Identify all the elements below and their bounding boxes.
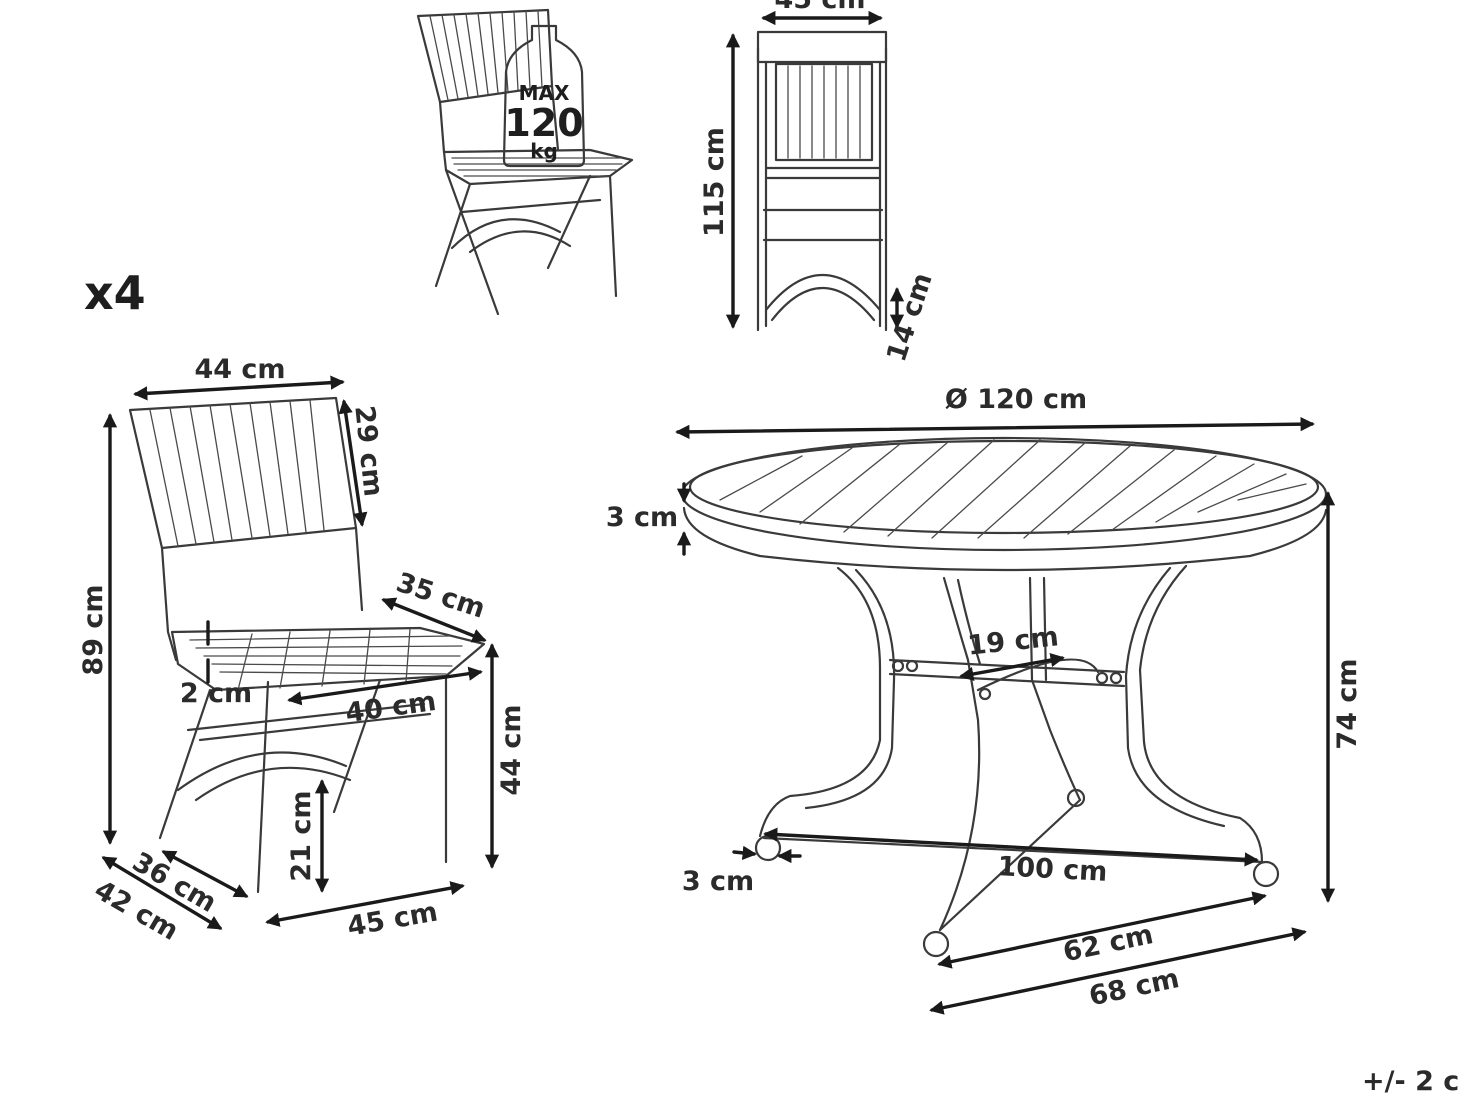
dim-line-depth-outer (101, 856, 223, 930)
label-foot: 3 cm (682, 866, 754, 897)
label-front-height: 115 cm (699, 127, 730, 237)
dim-line-back-width (133, 375, 345, 401)
weight-max: MAX (519, 81, 570, 105)
weight-icon (502, 24, 586, 168)
dim-line-foot-a (732, 845, 757, 860)
chair-side-drawing (128, 396, 486, 894)
label-seat-width: 40 cm (344, 686, 439, 729)
label-seat-height: 44 cm (496, 704, 527, 795)
dim-line-base-outer (929, 927, 1307, 1015)
label-base-outer: 68 cm (1086, 963, 1182, 1012)
quantity-label: x4 (84, 266, 146, 320)
dim-line-base-width (265, 881, 465, 927)
label-front-leg: 14 cm (881, 269, 939, 365)
label-table-height: 74 cm (1332, 658, 1363, 749)
dim-line-seat-width (287, 666, 483, 706)
chair-front-drawing (756, 30, 888, 332)
dim-line-back-height (338, 399, 368, 527)
label-base-inner: 62 cm (1060, 919, 1156, 968)
label-cushion: 2 cm (180, 678, 252, 709)
label-diameter: Ø 120 cm (945, 384, 1087, 415)
tolerance-note: +/- 2 cm (1362, 1066, 1460, 1095)
label-front-width: 45 cm (774, 0, 865, 15)
label-top-thickness: 3 cm (606, 502, 678, 533)
weight-badge: MAX 120 kg (502, 24, 586, 168)
label-back-height: 29 cm (348, 404, 388, 498)
chair-perspective-drawing (416, 8, 634, 316)
weight-unit: kg (530, 139, 558, 163)
dim-line-seat-depth (381, 597, 487, 643)
label-total-height: 89 cm (78, 584, 109, 675)
dim-line-diameter (675, 417, 1315, 439)
weight-value: 120 (504, 101, 583, 145)
label-foot-span: 100 cm (997, 851, 1108, 888)
label-crossbar-height: 21 cm (286, 790, 317, 881)
dim-line-bracket (959, 652, 1065, 682)
label-back-width: 44 cm (194, 354, 285, 385)
dim-line-foot-span (763, 827, 1259, 867)
label-seat-depth: 35 cm (393, 567, 489, 625)
